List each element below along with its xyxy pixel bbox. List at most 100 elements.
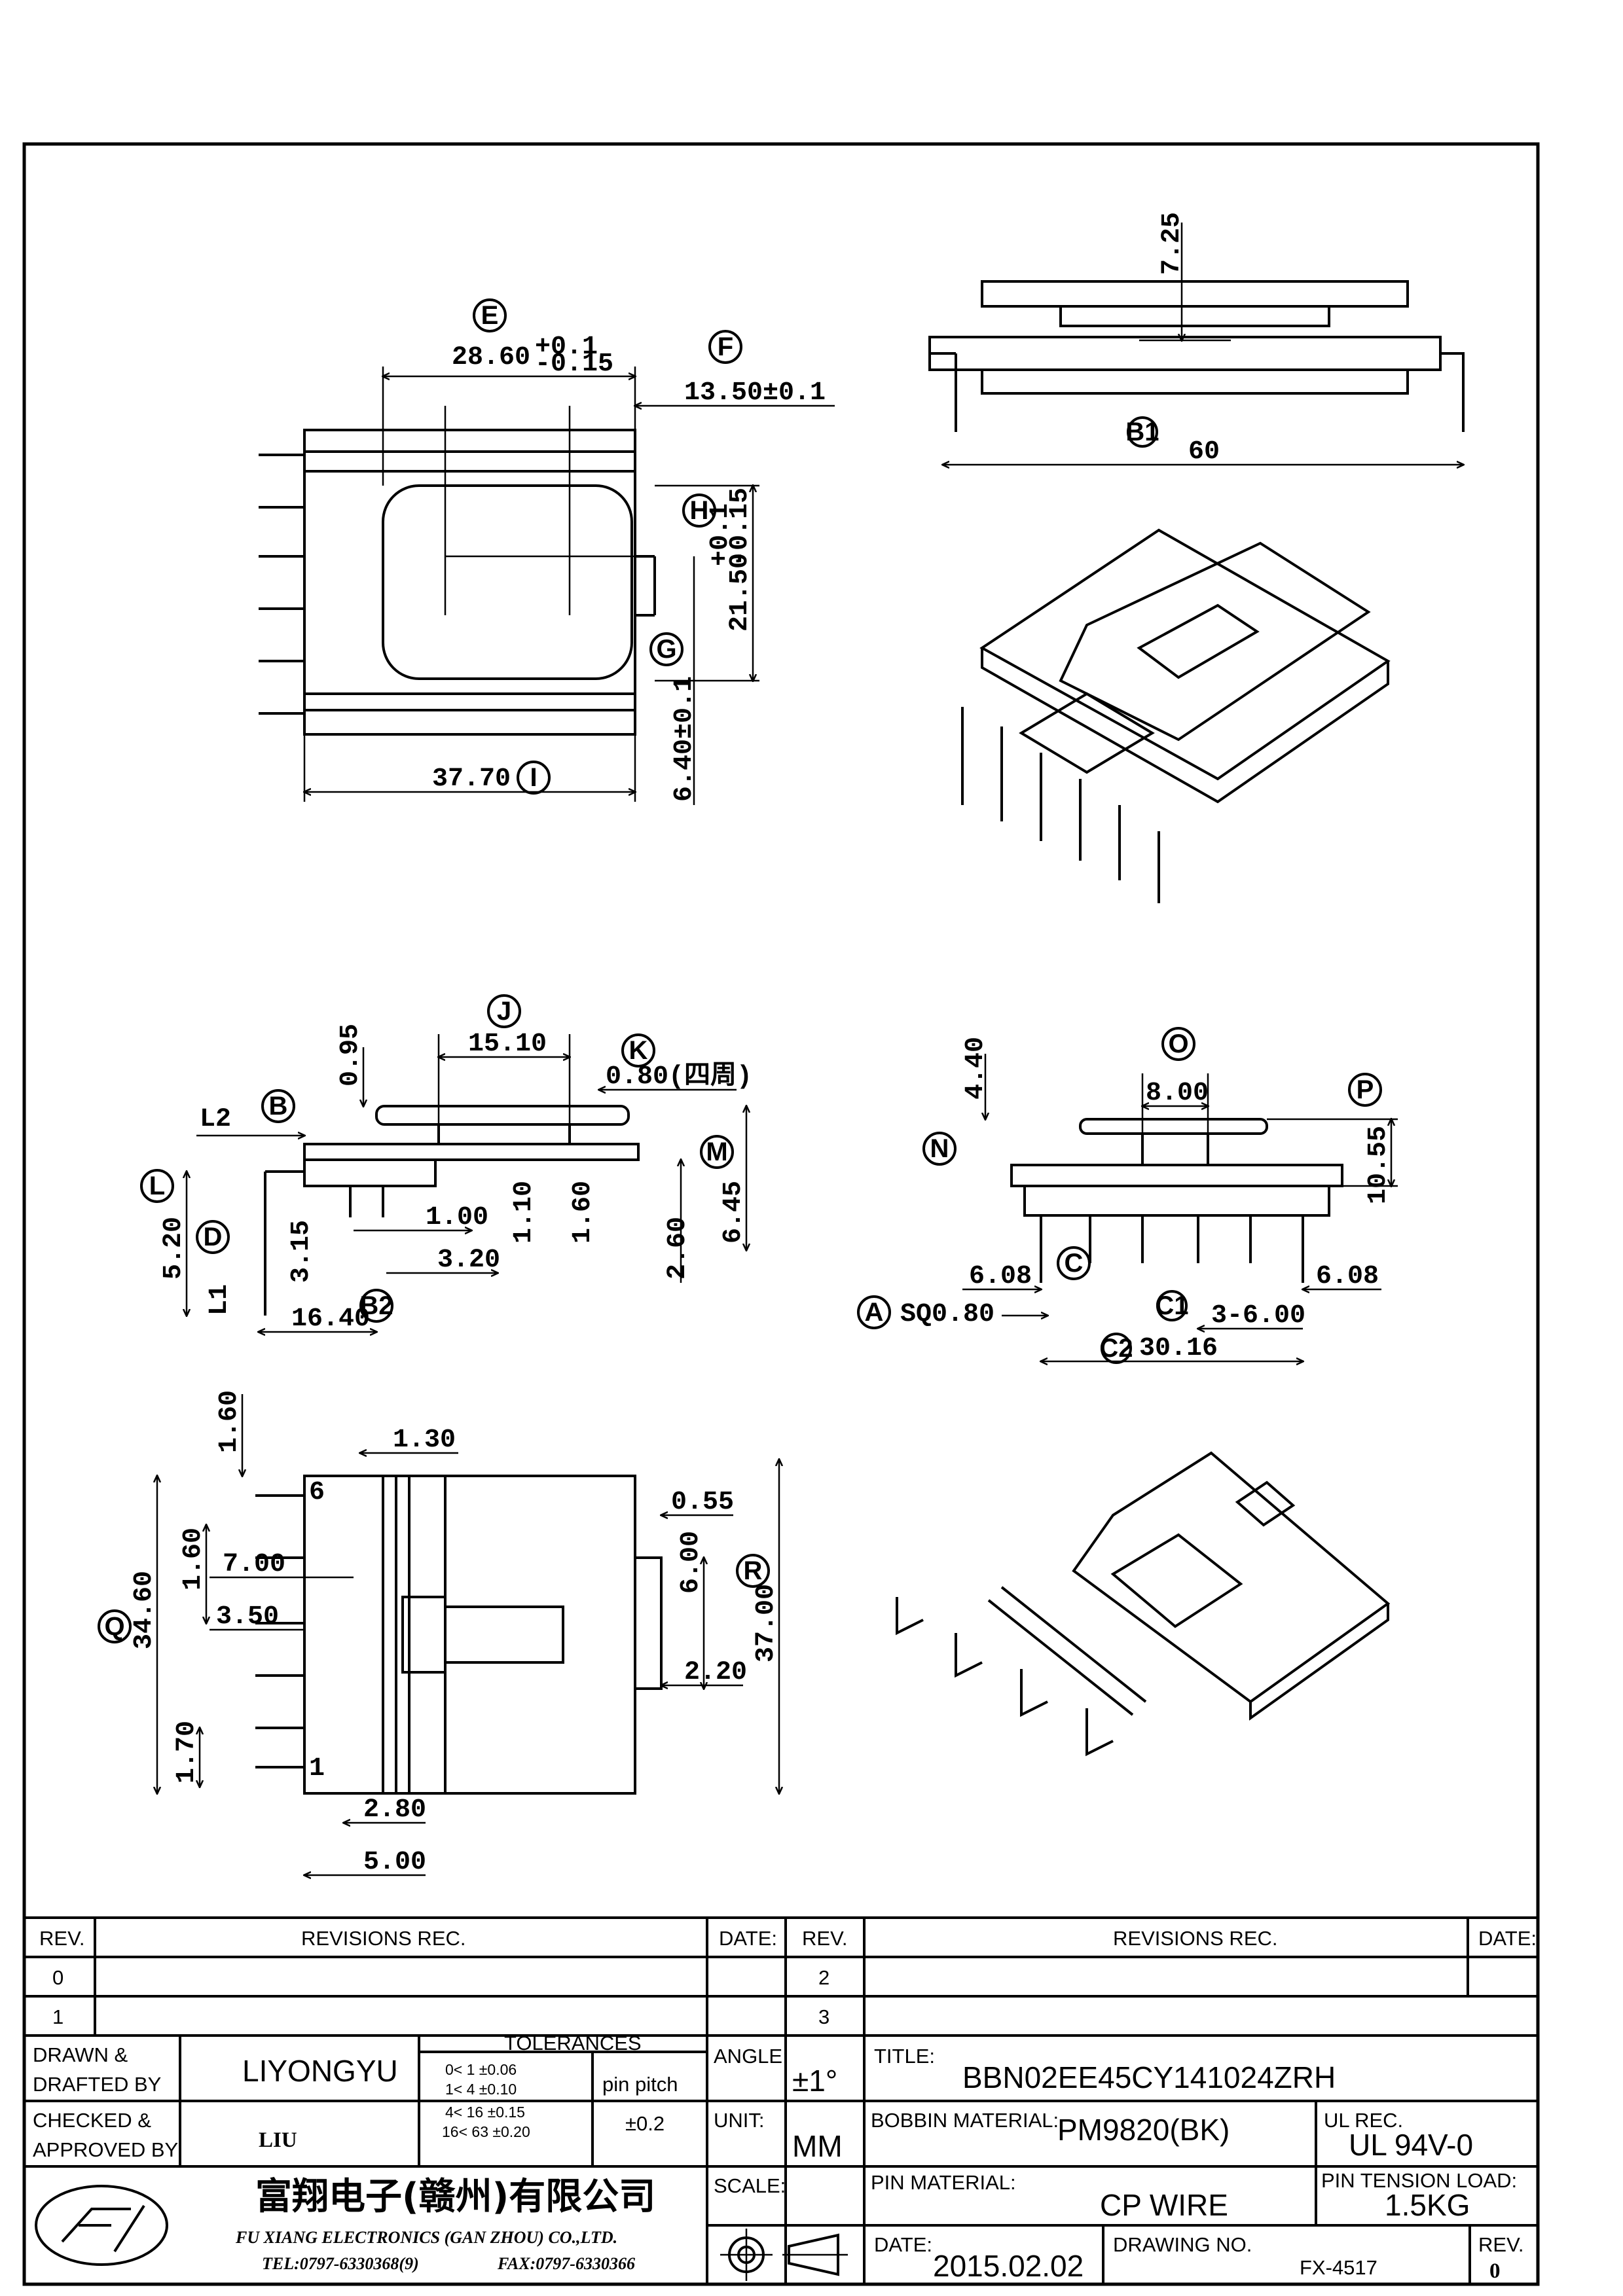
company-logo bbox=[35, 2185, 168, 2266]
tolerance-row-2: 1< 4 ±0.10 bbox=[445, 2081, 517, 2098]
dim-h-tol-up: +0.1 bbox=[706, 503, 735, 566]
dim-608-left: 6.08 bbox=[969, 1262, 1032, 1291]
checked-label-1: CHECKED & bbox=[33, 2109, 151, 2132]
dim-500: 5.00 bbox=[363, 1848, 426, 1877]
drawn-label-2: DRAFTED BY bbox=[33, 2073, 161, 2096]
dim-725: 7.25 bbox=[1158, 212, 1187, 275]
dim-520: 5.20 bbox=[159, 1217, 189, 1280]
dim-440: 4.40 bbox=[961, 1037, 991, 1100]
dim-220: 2.20 bbox=[684, 1658, 747, 1687]
isometric-view-1 bbox=[961, 528, 1391, 903]
title-value: BBN02EE45CY141024ZRH bbox=[962, 2060, 1336, 2094]
dim-r: 37.00 bbox=[752, 1584, 781, 1662]
side-view-b: 8.00 O 4.40 10.55 P N 6.08 C 6.08 A SQ0.… bbox=[857, 1027, 1398, 1363]
label-m: M bbox=[706, 1138, 727, 1166]
bobbin-material-label: BOBBIN MATERIAL: bbox=[871, 2109, 1059, 2132]
label-n: N bbox=[930, 1134, 949, 1163]
pin-material-label: PIN MATERIAL: bbox=[871, 2171, 1016, 2194]
dim-160b: 1.60 bbox=[179, 1528, 208, 1590]
drawn-by: LIYONGYU bbox=[242, 2054, 398, 2088]
dim-315: 3.15 bbox=[287, 1220, 316, 1283]
ul-value: UL 94V-0 bbox=[1349, 2128, 1473, 2162]
label-l: L bbox=[149, 1172, 165, 1200]
dim-160: 1.60 bbox=[568, 1181, 598, 1244]
dim-60: 60 bbox=[1188, 437, 1220, 467]
dim-c1: 3-6.00 bbox=[1211, 1301, 1305, 1331]
dim-g: 6.40±0.1 bbox=[670, 676, 699, 802]
sheet-border bbox=[22, 142, 1540, 2286]
tolerance-row-1: 0< 1 ±0.06 bbox=[445, 2061, 517, 2078]
ul-label: UL REC. bbox=[1324, 2109, 1403, 2132]
angle-label: ANGLE: bbox=[714, 2045, 788, 2068]
dim-130: 1.30 bbox=[393, 1426, 456, 1455]
unit-value: MM bbox=[792, 2129, 843, 2163]
dim-sq: SQ0.80 bbox=[900, 1300, 994, 1329]
dim-170: 1.70 bbox=[172, 1721, 202, 1784]
dim-095: 0.95 bbox=[336, 1024, 365, 1086]
pin-tension: 1.5KG bbox=[1385, 2188, 1470, 2222]
dim-055: 0.55 bbox=[671, 1488, 734, 1517]
drawn-label-1: DRAWN & bbox=[33, 2043, 128, 2066]
unit-label: UNIT: bbox=[714, 2109, 765, 2132]
scale-label: SCALE: bbox=[714, 2174, 786, 2197]
pin-material: CP WIRE bbox=[1100, 2188, 1228, 2222]
dim-q: 34.60 bbox=[130, 1571, 159, 1649]
label-r: R bbox=[744, 1556, 763, 1585]
label-e: E bbox=[481, 301, 499, 330]
company-name-en: FU XIANG ELECTRONICS (GAN ZHOU) CO.,LTD. bbox=[235, 2228, 617, 2247]
checked-label-2: APPROVED BY bbox=[33, 2138, 178, 2161]
projection-symbol bbox=[720, 2229, 848, 2281]
dim-1640: 16.40 bbox=[291, 1304, 370, 1334]
dim-e-tol-up: +0.1 bbox=[535, 332, 598, 362]
company-name-cn: 富翔电子(赣州)有限公司 bbox=[255, 2176, 655, 2218]
label-p: P bbox=[1357, 1075, 1374, 1104]
dim-350: 3.50 bbox=[216, 1602, 279, 1632]
label-j: J bbox=[497, 997, 511, 1026]
rev-row-1: 1 bbox=[52, 2005, 64, 2028]
rev-header: REV. bbox=[39, 1927, 85, 1950]
top-view: 28.60 +0.1 -0.15 13.50±0.1 21.50 +0.1 -0… bbox=[259, 298, 835, 805]
dim-1055: 10.55 bbox=[1364, 1126, 1393, 1204]
rev-header-2: REV. bbox=[802, 1927, 848, 1950]
dim-260: 2.60 bbox=[663, 1217, 693, 1280]
revisions-header: REVISIONS REC. bbox=[301, 1927, 466, 1950]
rev-label: REV. bbox=[1478, 2233, 1524, 2256]
dim-600: 6.00 bbox=[676, 1531, 706, 1594]
dim-645: 6.45 bbox=[719, 1181, 748, 1244]
dim-e-tol-dn: -0.15 bbox=[535, 350, 613, 379]
label-d: D bbox=[204, 1223, 223, 1251]
label-i: I bbox=[530, 763, 537, 792]
dim-h-tol-dn: -0.15 bbox=[725, 488, 755, 566]
drawing-no: FX-4517 bbox=[1300, 2256, 1377, 2279]
dim-l2: L2 bbox=[200, 1105, 231, 1134]
isometric-view-2 bbox=[896, 1451, 1391, 1757]
company-fax: FAX:0797-6330366 bbox=[497, 2254, 635, 2273]
rev-value: 0 bbox=[1489, 2259, 1501, 2283]
checked-by: LIU bbox=[259, 2128, 297, 2152]
dim-700: 7.00 bbox=[223, 1550, 285, 1579]
company-tel: TEL:0797-6330368(9) bbox=[262, 2254, 419, 2273]
dim-o: 8.00 bbox=[1146, 1079, 1209, 1108]
date-label: DATE: bbox=[874, 2233, 932, 2256]
rev-row-3: 3 bbox=[818, 2005, 830, 2028]
title-label: TITLE: bbox=[874, 2045, 935, 2068]
pin-tension-label: PIN TENSION LOAD: bbox=[1321, 2169, 1517, 2192]
dim-k: 0.80(四周) bbox=[606, 1062, 752, 1092]
dim-f: 13.50±0.1 bbox=[684, 378, 826, 408]
pin-pitch-label: pin pitch bbox=[602, 2073, 678, 2096]
title-block: REV. REVISIONS REC. DATE: REV. REVISIONS… bbox=[24, 1916, 1538, 2284]
bottom-view: 1.60 1.30 6 0.55 1.60 7.00 6.00 34.60 Q … bbox=[98, 1390, 781, 1877]
label-b1: B1 bbox=[1125, 418, 1159, 446]
dim-l1: L1 bbox=[205, 1284, 234, 1316]
date-value: 2015.02.02 bbox=[933, 2249, 1084, 2283]
dim-320: 3.20 bbox=[437, 1246, 500, 1275]
date-header-2: DATE: bbox=[1478, 1927, 1537, 1950]
label-k: K bbox=[629, 1036, 648, 1065]
dim-608-right: 6.08 bbox=[1316, 1262, 1379, 1291]
side-view-a: 7.25 60 B1 bbox=[928, 212, 1465, 467]
label-g: G bbox=[656, 635, 676, 664]
dim-160a: 1.60 bbox=[215, 1390, 244, 1453]
date-header: DATE: bbox=[719, 1927, 777, 1950]
dim-h: 21.50 bbox=[725, 553, 755, 632]
